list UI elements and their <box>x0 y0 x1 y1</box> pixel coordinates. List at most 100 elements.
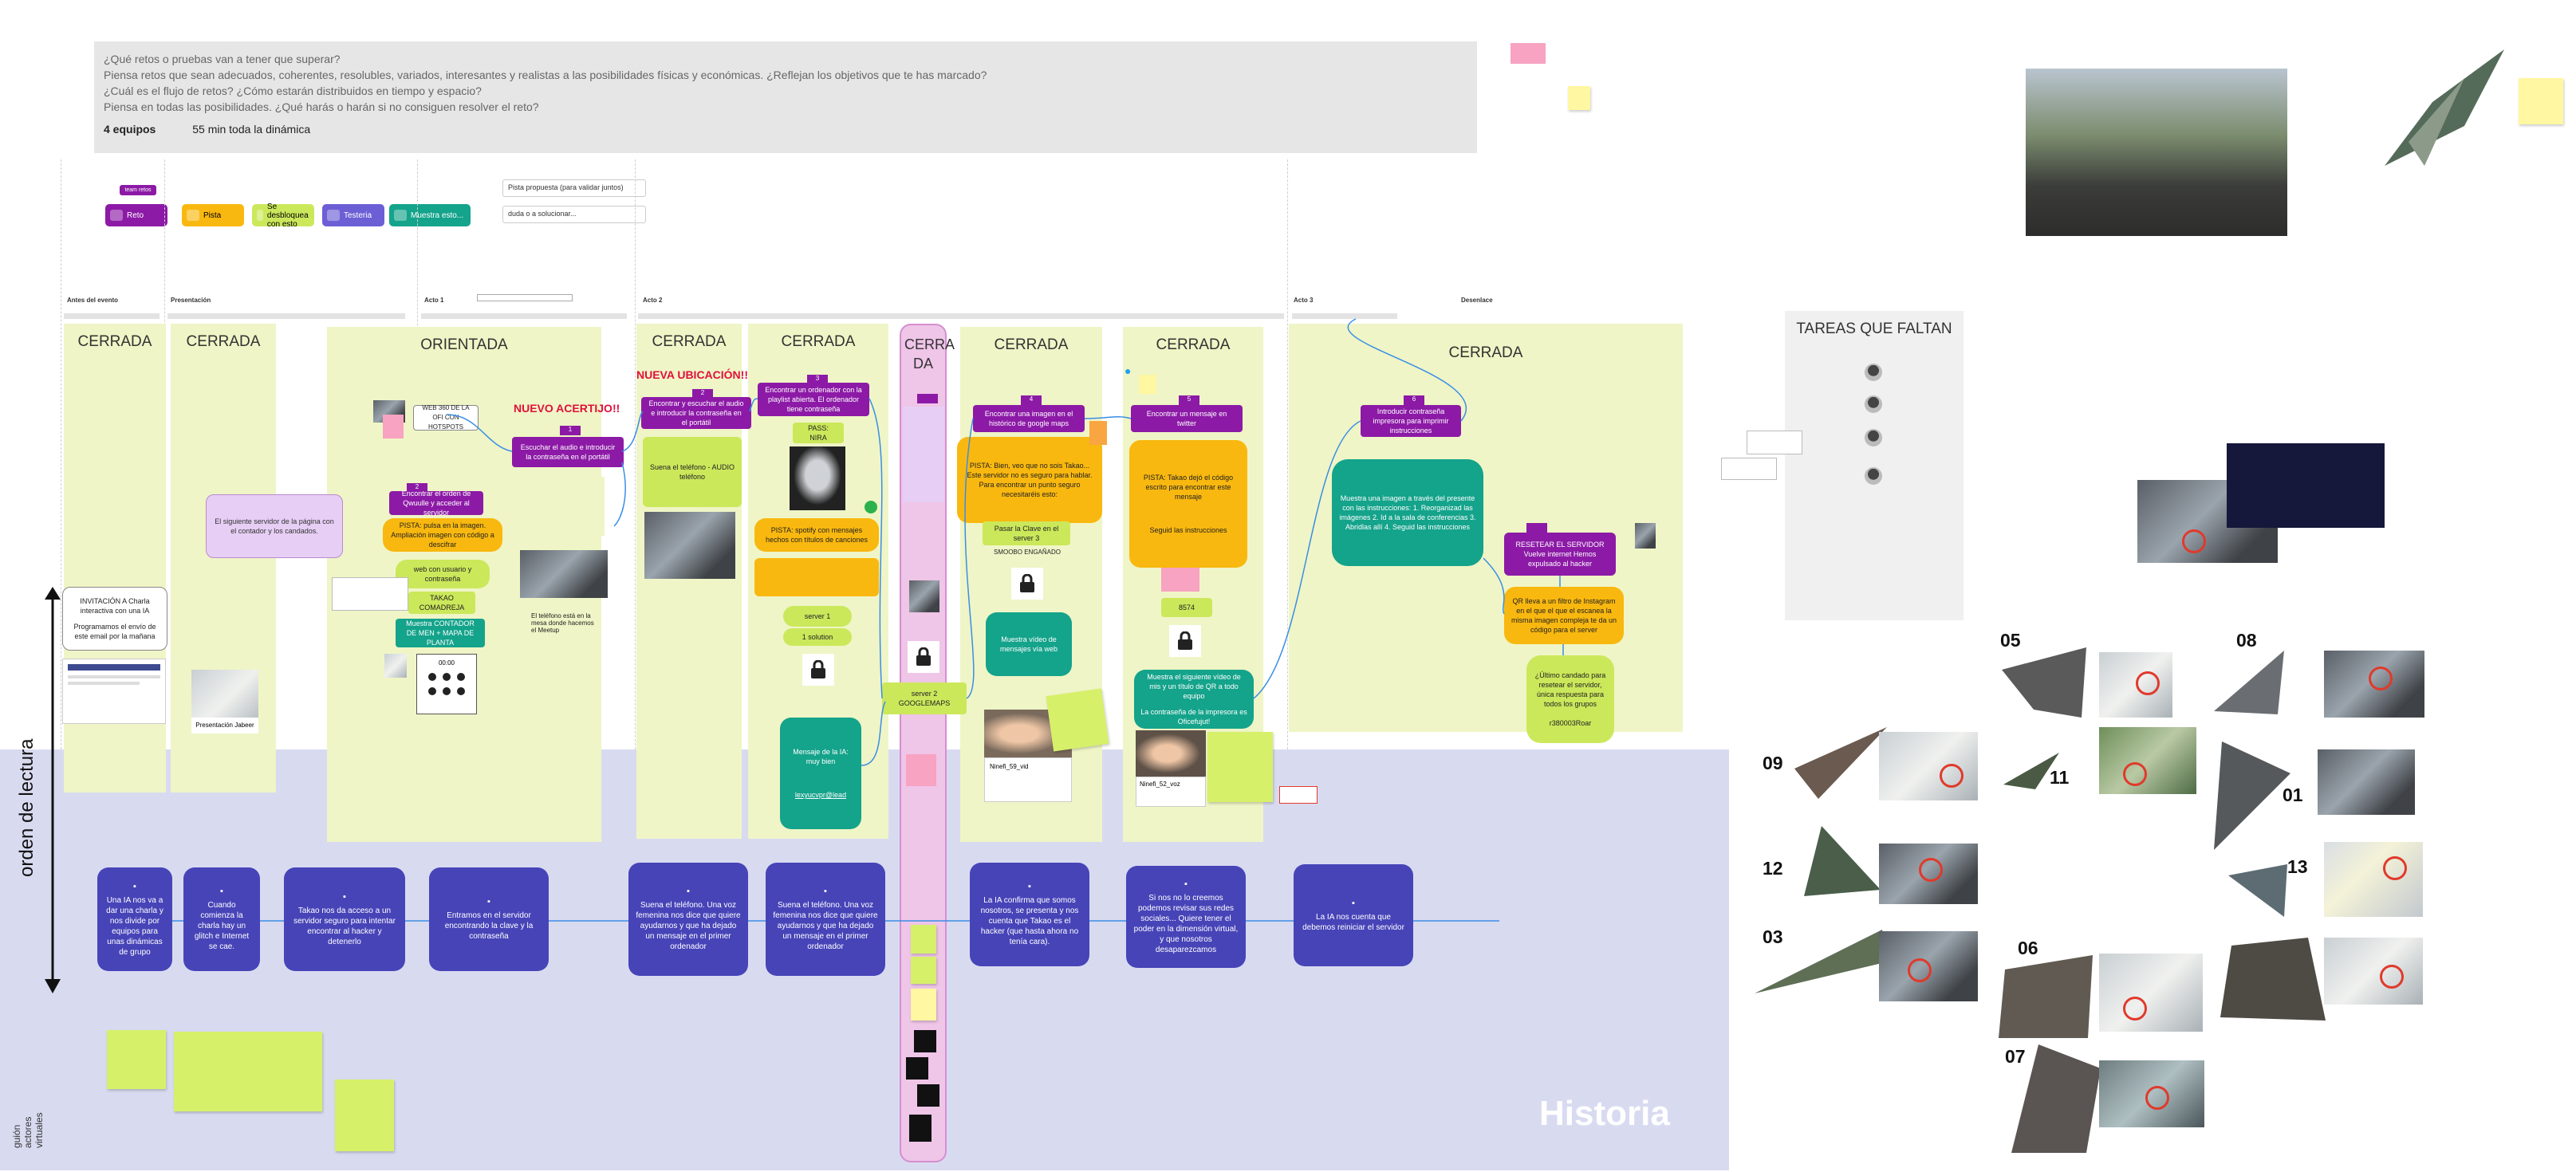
puzzle-piece[interactable] <box>2214 741 2290 850</box>
lime-sticky[interactable] <box>911 925 936 954</box>
reto-card[interactable]: Encontrar el orden de Qwuulle y acceder … <box>389 490 483 517</box>
twitter-icon[interactable]: ● <box>1125 364 1132 377</box>
reto-card[interactable]: Encontrar un ordenador con la playlist a… <box>758 383 869 416</box>
office-photo[interactable] <box>2099 1060 2204 1127</box>
avatar-photo[interactable] <box>909 580 939 612</box>
muestra-card[interactable]: Muestra una imagen a través del presente… <box>1332 459 1483 566</box>
story-card[interactable]: ▪La IA nos cuenta que debemos reiniciar … <box>1294 864 1413 966</box>
server-card[interactable]: server 1 <box>783 606 852 627</box>
whiteboard-photo[interactable] <box>2324 842 2423 917</box>
social-post[interactable]: Ninefi_59_vid <box>984 757 1072 802</box>
puzzle-piece[interactable] <box>2007 1044 2101 1153</box>
muestra-link[interactable]: lexyucvpr@lead <box>794 791 847 799</box>
reto-card[interactable]: RESETEAR EL SERVIDOR Vuelve internet Hem… <box>1504 533 1616 576</box>
lock-icon[interactable] <box>1011 568 1043 600</box>
office-photo[interactable] <box>2099 727 2196 794</box>
solution-card[interactable]: 1 solution <box>783 628 852 646</box>
avatar[interactable] <box>1865 395 1882 413</box>
avatar[interactable] <box>1865 364 1882 381</box>
avatar[interactable] <box>1865 467 1882 485</box>
video-photo[interactable] <box>1136 730 1206 777</box>
yellow-sticky[interactable] <box>1568 86 1590 110</box>
pink-sticky[interactable] <box>1161 568 1199 592</box>
story-card[interactable]: ▪Entramos en el servidor encontrando la … <box>429 867 549 971</box>
puzzle-piece[interactable] <box>2220 938 2326 1021</box>
avatar-photo[interactable] <box>1635 523 1656 549</box>
muestra-card[interactable]: Mensaje de la IA: muy bien lexyucvpr@lea… <box>780 718 861 829</box>
lock-icon[interactable] <box>1169 625 1201 657</box>
muestra-card[interactable]: Muestra vídeo de mensajes vía web <box>986 612 1072 676</box>
pink-sticky[interactable] <box>383 415 404 439</box>
puzzle-piece[interactable] <box>2003 753 2059 789</box>
reto-card[interactable]: Introducir contraseña impresora para imp… <box>1361 405 1461 437</box>
small-note[interactable] <box>332 577 408 611</box>
pista-card[interactable]: PISTA: pulsa en la imagen. Ampliación im… <box>383 518 502 552</box>
office-photo[interactable] <box>2099 652 2172 718</box>
black-card[interactable] <box>914 1030 936 1052</box>
red-note[interactable] <box>1279 786 1318 804</box>
small-note[interactable] <box>1721 458 1777 480</box>
avatar-photo[interactable] <box>384 654 407 678</box>
pink-sticky[interactable] <box>1511 43 1546 64</box>
unlock-card[interactable]: Suena el teléfono - AUDIO teléfono <box>643 437 742 507</box>
lime-sticky[interactable] <box>174 1032 322 1111</box>
legend-note-proposal[interactable]: Pista propuesta (para validar juntos) <box>502 179 646 197</box>
qr-card[interactable]: QR lleva a un filtro de Instagram en el … <box>1504 587 1624 644</box>
tareas-panel[interactable]: TAREAS QUE FALTAN <box>1785 311 1964 620</box>
lime-sticky[interactable] <box>911 957 936 984</box>
puzzle-piece[interactable] <box>1994 646 2086 719</box>
reto-card[interactable]: Encontrar un mensaje en twitter <box>1131 405 1243 432</box>
story-card[interactable]: ▪Suena el teléfono. Una voz femenina nos… <box>766 863 885 976</box>
office-photo[interactable] <box>1879 844 1978 904</box>
spotify-icon[interactable] <box>865 501 877 513</box>
avatar[interactable] <box>1865 429 1882 446</box>
yellow-sticky[interactable] <box>911 989 936 1021</box>
muestra-card[interactable]: Muestra CONTADOR DE MEN + MAPA DE PLANTA <box>396 619 485 647</box>
puzzle-piece[interactable] <box>2214 647 2286 714</box>
office-photo[interactable] <box>1879 732 1978 800</box>
web360-card[interactable]: WEB 360 DE LA OFI CON HOTSPOTS <box>413 404 479 431</box>
unlock-card[interactable]: web con usuario y contraseña <box>396 560 490 588</box>
pista-card[interactable]: PISTA: Bien, veo que no sois Takao... Es… <box>957 437 1102 523</box>
office-photo[interactable] <box>2099 954 2203 1032</box>
puzzle-piece[interactable] <box>1794 724 1889 800</box>
story-card[interactable]: ▪Cuando comienza la charla hay un glitch… <box>183 867 260 971</box>
office-photo[interactable] <box>644 512 735 579</box>
lock-icon[interactable] <box>802 654 834 686</box>
story-card[interactable]: ▪Takao nos da acceso a un servidor segur… <box>284 867 405 971</box>
reto-card[interactable]: Encontrar una imagen en el histórico de … <box>973 405 1085 432</box>
legend-testeria[interactable]: Testeria <box>322 204 384 226</box>
office-photo[interactable] <box>2324 938 2423 1005</box>
story-card[interactable]: ▪Una IA nos va a dar una charla y nos di… <box>97 867 172 971</box>
black-card[interactable] <box>917 1084 939 1107</box>
reto-card[interactable]: Encontrar y escuchar el audio e introduc… <box>641 397 751 429</box>
black-card[interactable] <box>909 1115 932 1142</box>
small-note[interactable] <box>1747 431 1802 454</box>
legend-note-doubt[interactable]: duda o a solucionar... <box>502 206 646 223</box>
reto-card[interactable]: Escuchar el audio e introducir la contra… <box>512 437 624 467</box>
puzzle-piece[interactable] <box>1755 930 1889 993</box>
yellow-sticky[interactable] <box>2519 78 2563 124</box>
legend-pista[interactable]: Pista <box>182 204 244 226</box>
legend-reto[interactable]: Reto <box>105 204 167 226</box>
black-card[interactable] <box>906 1057 928 1080</box>
legend-unlock[interactable]: Se desbloquea con esto <box>252 203 314 229</box>
server-note-card[interactable]: El siguiente servidor de la página con e… <box>206 494 343 558</box>
legend-muestra[interactable]: Muestra esto... <box>389 204 471 226</box>
muestra-card[interactable]: Muestra el siguiente vídeo de mis y un t… <box>1134 670 1254 729</box>
fragment-photo[interactable] <box>2377 46 2568 182</box>
icon-grid-image[interactable] <box>2227 443 2385 528</box>
orange-sticky[interactable] <box>1089 421 1107 445</box>
story-card[interactable]: ▪Si nos no lo creemos podemos revisar su… <box>1126 866 1246 968</box>
invitation-card[interactable]: INVITACIÓN A Charla interactiva con una … <box>62 587 167 651</box>
story-card[interactable]: ▪La IA confirma que somos nosotros, se p… <box>970 863 1089 966</box>
mask-photo[interactable] <box>790 446 845 510</box>
office-photo[interactable] <box>520 550 608 598</box>
puzzle-piece[interactable] <box>1999 954 2094 1038</box>
final-lock-card[interactable]: ¿Último candado para resetear el servido… <box>1526 655 1614 743</box>
code-lock-panel[interactable]: 00:00 <box>416 654 477 714</box>
office-photo[interactable] <box>1879 931 1978 1001</box>
social-post[interactable]: Ninefi_52_voz <box>1136 777 1206 807</box>
pista-card[interactable]: PISTA: Takao dejó el código escrito para… <box>1129 440 1247 568</box>
